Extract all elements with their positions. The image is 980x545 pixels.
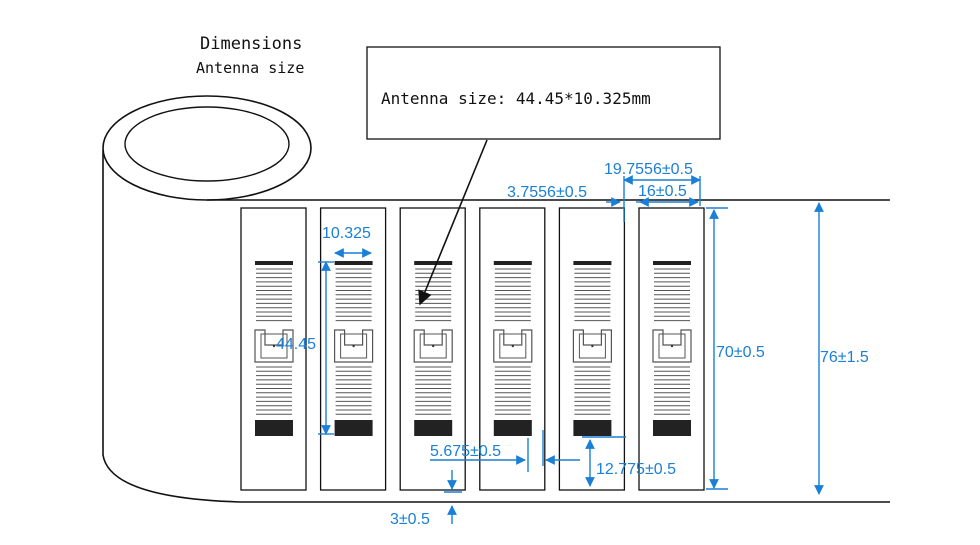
dim-text-gap: 3.7556±0.5 (507, 184, 587, 201)
rfid-label (240, 207, 307, 491)
antenna (413, 261, 453, 436)
label-outline (319, 207, 387, 491)
antenna (254, 261, 294, 436)
rfid-label (638, 207, 705, 491)
dim-text-side-offset: 5.675±0.5 (430, 443, 501, 460)
dim-text-pitch: 19.7556±0.5 (604, 161, 693, 178)
label-outline (638, 207, 705, 491)
dimension-lines (318, 175, 824, 524)
antenna (652, 261, 692, 436)
diagram-title: Dimensions (200, 34, 302, 54)
label-outline (240, 207, 307, 491)
dim-text-label-height: 70±0.5 (716, 344, 765, 361)
label-outline (399, 207, 466, 491)
callout-text: Antenna size: 44.45*10.325mm (381, 89, 651, 108)
label-outline (558, 207, 626, 491)
rfid-label (479, 207, 546, 491)
rfid-label (399, 207, 466, 491)
antenna (493, 261, 533, 436)
dim-text-label-width: 16±0.5 (638, 183, 687, 200)
dimension-texts: 10.325 44.45 19.7556±0.5 16±0.5 3.7556±0… (276, 161, 869, 528)
dim-text-liner-width: 76±1.5 (820, 349, 869, 366)
antenna (572, 261, 612, 436)
diagram-subtitle: Antenna size (196, 59, 304, 77)
antenna-size-callout: Antenna size: 44.45*10.325mm (366, 46, 721, 306)
callout-pointer (418, 139, 488, 306)
dim-text-antenna-width: 10.325 (322, 225, 371, 242)
rfid-label (319, 207, 387, 491)
antenna (334, 261, 374, 436)
label-outline (479, 207, 546, 491)
dim-text-bottom-offset: 12.775±0.5 (596, 461, 676, 478)
dim-text-edge-offset: 3±0.5 (390, 511, 430, 528)
rfid-label (558, 207, 626, 491)
dim-text-antenna-height: 44.45 (276, 336, 316, 353)
